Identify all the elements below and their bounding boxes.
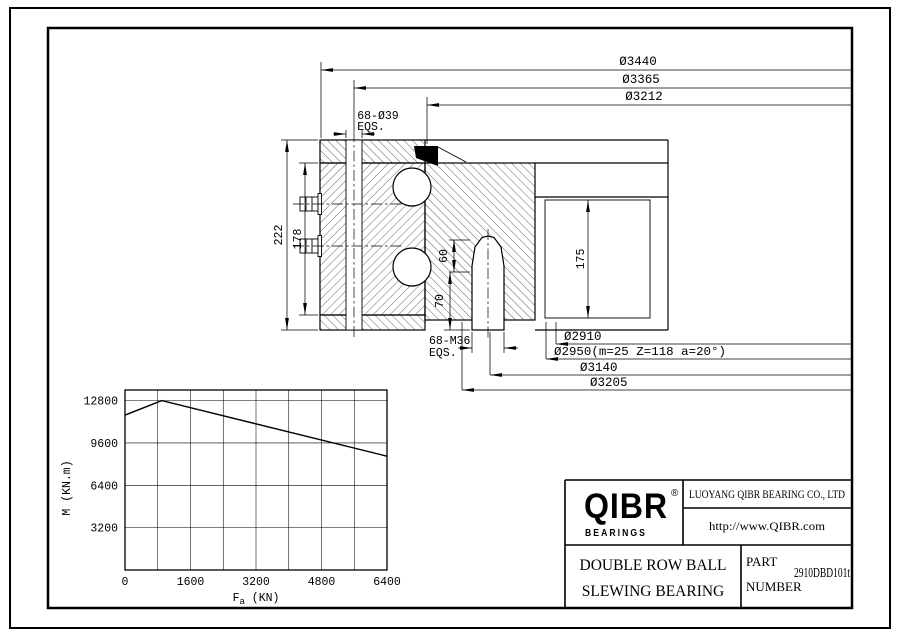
dimension-lines (281, 62, 851, 392)
company-website: http://www.QIBR.com (709, 519, 826, 533)
ring-bottom-section (319, 314, 426, 331)
chart-plot-area (124, 389, 388, 571)
bearing-section (293, 131, 536, 339)
dim-label-holes-bottom-1: 68-M36 (429, 335, 471, 348)
dim-label-2910: Ø2910 (564, 330, 602, 344)
x-tick-label: 6400 (373, 576, 401, 589)
dim-label-3205: Ø3205 (590, 376, 628, 390)
support-structure (425, 139, 669, 331)
chart-grid (125, 390, 387, 570)
dim-label-holes-top-1: 68-Ø39 (357, 110, 399, 123)
y-tick-label: 9600 (90, 438, 118, 451)
y-tick-label: 3200 (90, 523, 118, 536)
dim-label-3365: Ø3365 (622, 73, 660, 87)
x-tick-label: 0 (122, 576, 129, 589)
x-tick-label: 4800 (308, 576, 336, 589)
dimension-labels: Ø3440 Ø3365 Ø3212 68-Ø39 EQS. 222 178 17… (273, 55, 726, 390)
part-label-line2: NUMBER (746, 579, 802, 594)
dim-label-holes-top-2: EQS. (357, 121, 385, 134)
x-tick-label: 1600 (177, 576, 205, 589)
part-number: 2910DBD101t (794, 566, 850, 581)
ball-upper (392, 167, 432, 207)
title-block: QIBR ® BEARINGS LUOYANG QIBR BEARING CO.… (564, 479, 852, 608)
y-tick-label: 12800 (83, 396, 118, 409)
dim-label-3140: Ø3140 (580, 361, 618, 375)
x-tick-label: 3200 (242, 576, 270, 589)
y-tick-label: 6400 (90, 480, 118, 493)
dim-label-70: 70 (434, 294, 447, 308)
load-chart: 0 1600 3200 4800 6400 3200 6400 9600 12800 M (K… (61, 389, 401, 607)
chart-y-ticklabels: 3200 6400 9600 12800 (83, 396, 118, 536)
load-curve (124, 399, 388, 457)
dim-label-3212: Ø3212 (625, 90, 663, 104)
company-name: LUOYANG QIBR BEARING CO., LTD (689, 487, 845, 501)
product-title-line1: DOUBLE ROW BALL (580, 557, 727, 574)
chart-x-ticklabels: 0 1600 3200 4800 6400 (122, 576, 401, 589)
dim-label-holes-bottom-2: EQS. (429, 347, 457, 360)
company-logo: QIBR ® BEARINGS (584, 487, 679, 539)
drawing-frame (46, 26, 854, 610)
dim-label-60: 60 (438, 249, 451, 263)
dim-label-3440: Ø3440 (619, 55, 657, 69)
logo-subtext: BEARINGS (585, 527, 647, 539)
ball-lower (392, 247, 432, 287)
dim-label-175: 175 (575, 249, 588, 270)
logo-text: QIBR (584, 487, 668, 526)
chart-xlabel: Fa (KN) (233, 592, 280, 607)
registered-mark: ® (671, 488, 679, 499)
mounting-block (544, 199, 651, 319)
dim-label-2950: Ø2950(m=25 Z=118 a=20°) (554, 346, 726, 359)
product-title-line2: SLEWING BEARING (582, 583, 725, 600)
seal (414, 146, 438, 166)
chart-ylabel: M (KN.m) (61, 460, 74, 515)
ring-top-section (319, 139, 426, 164)
dim-label-222: 222 (273, 225, 286, 246)
part-label-line1: PART (746, 554, 777, 569)
dim-label-178: 178 (292, 229, 305, 250)
seal-lip-line (437, 146, 467, 163)
